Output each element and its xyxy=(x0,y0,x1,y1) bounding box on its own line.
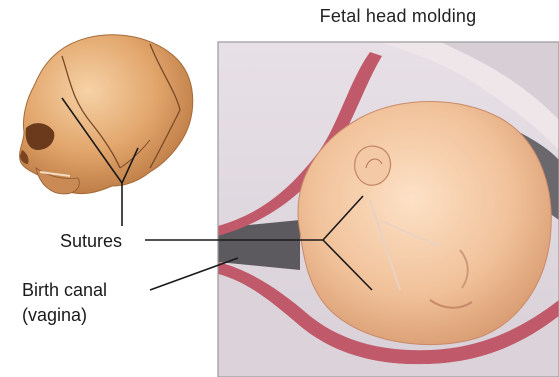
skull-illustration xyxy=(20,35,193,194)
sutures-label: Sutures xyxy=(60,231,122,252)
birth-canal-label: Birth canal xyxy=(22,280,107,301)
vagina-label: (vagina) xyxy=(22,305,87,326)
birth-canal-panel xyxy=(218,42,559,377)
